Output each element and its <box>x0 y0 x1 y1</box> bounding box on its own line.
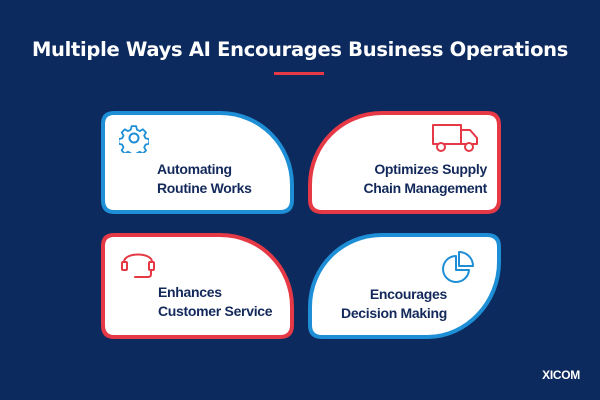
xicom-logo: XICOM <box>542 368 580 382</box>
card-shape <box>308 233 501 339</box>
card-label-line1: Enhances <box>158 284 222 300</box>
card-label-line2: Decision Making <box>341 305 447 321</box>
card-label-line1: Encourages <box>369 286 447 302</box>
title-underline <box>274 72 324 75</box>
page-title: Multiple Ways AI Encourages Business Ope… <box>31 38 569 61</box>
card-label: Encourages Decision Making <box>319 285 447 323</box>
card-enhances-customer-service: Enhances Customer Service <box>100 232 295 340</box>
card-optimizes-supply-chain: Optimizes Supply Chain Management <box>307 110 502 215</box>
card-shape <box>101 233 294 339</box>
pie-chart-icon <box>442 251 474 283</box>
card-label-line2: Routine Works <box>157 180 252 196</box>
headset-icon <box>121 253 155 278</box>
card-label-line1: Automating <box>157 161 232 177</box>
card-encourages-decision-making: Encourages Decision Making <box>307 232 502 340</box>
card-label-line1: Optimizes Supply <box>374 161 487 177</box>
card-label-line2: Chain Management <box>363 180 487 196</box>
card-label: Enhances Customer Service <box>158 283 273 321</box>
card-label: Optimizes Supply Chain Management <box>319 160 487 198</box>
card-label: Automating Routine Works <box>157 160 252 198</box>
gear-icon <box>119 125 149 153</box>
card-automating-routine-works: Automating Routine Works <box>100 110 295 215</box>
card-shape <box>308 111 501 214</box>
card-shape <box>101 111 294 214</box>
truck-icon <box>432 124 478 152</box>
card-label-line2: Customer Service <box>158 303 273 319</box>
